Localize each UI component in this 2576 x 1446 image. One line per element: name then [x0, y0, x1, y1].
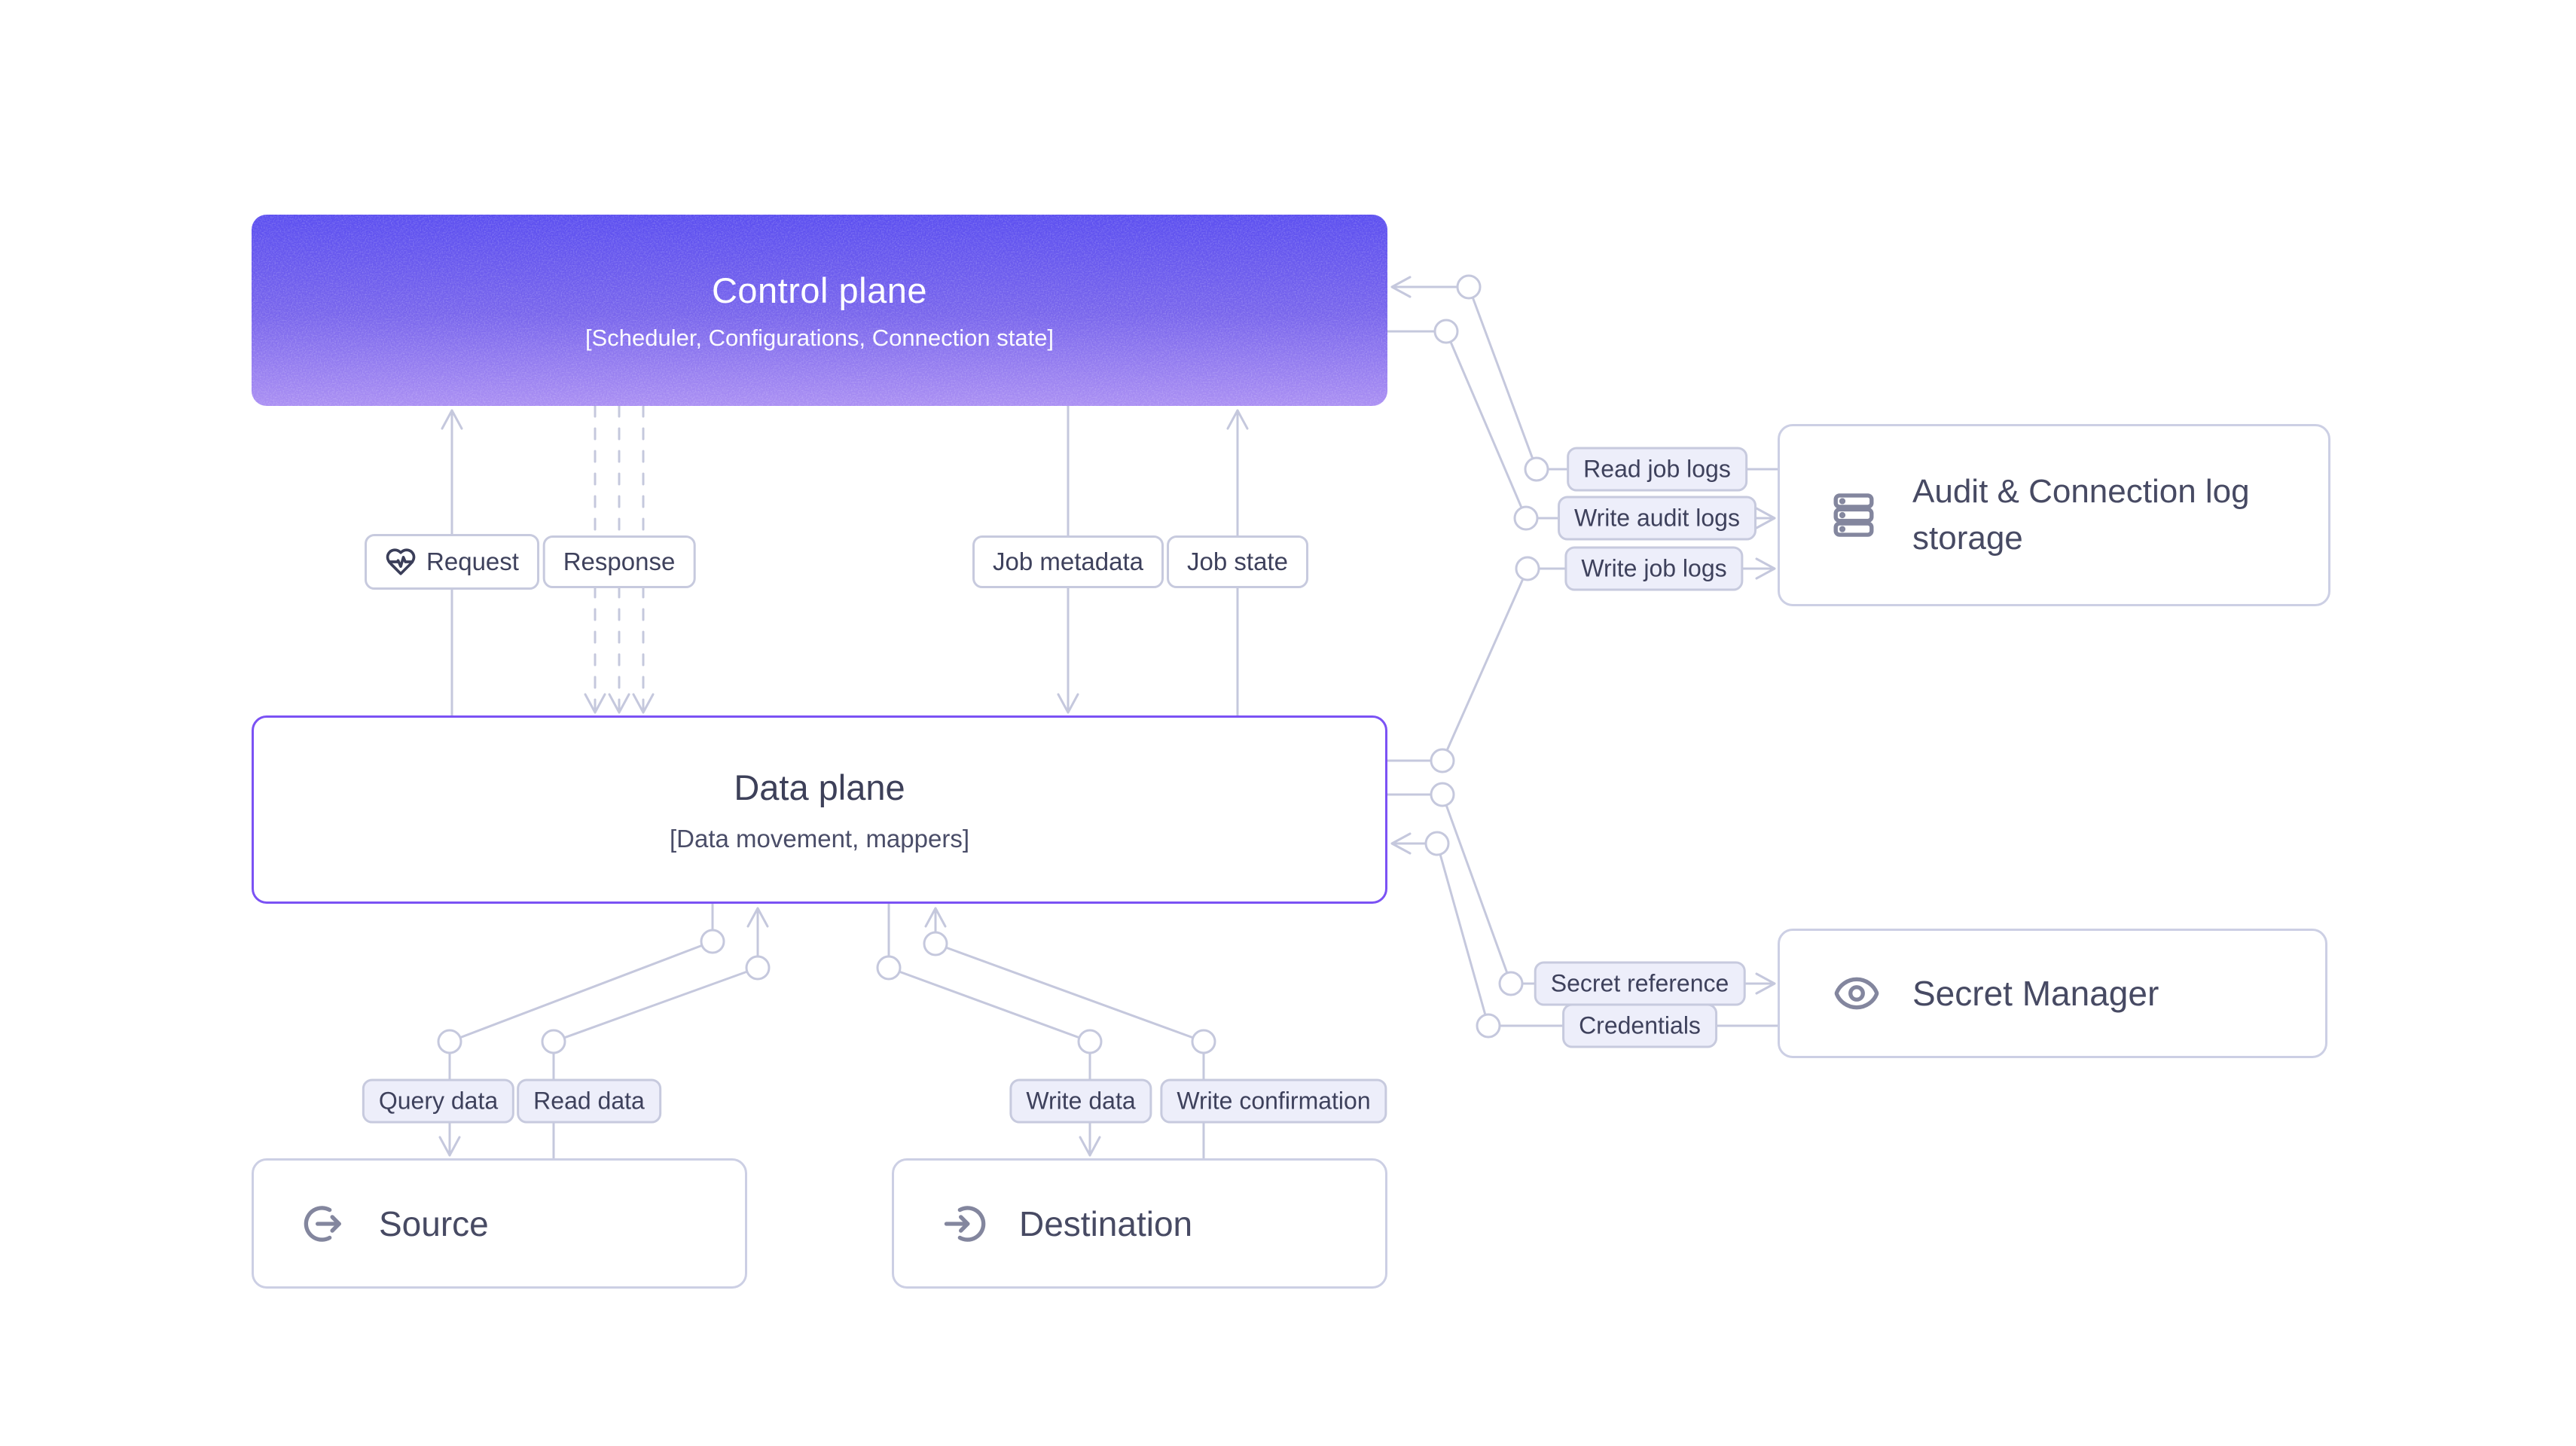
junction-nodes — [437, 274, 1549, 1054]
arrow-into-circle-icon — [941, 1200, 989, 1248]
write-confirmation-label: Write confirmation — [1160, 1078, 1387, 1124]
noise-texture — [252, 215, 1387, 406]
data-plane-subtitle: [Data movement, mappers] — [670, 824, 969, 853]
eye-icon — [1833, 969, 1881, 1017]
job-metadata-label: Job metadata — [972, 535, 1164, 588]
request-label-text: Request — [426, 548, 519, 575]
secret-reference-label: Secret reference — [1534, 961, 1746, 1006]
secret-manager-title: Secret Manager — [1912, 974, 2159, 1013]
read-job-logs-label: Read job logs — [1567, 447, 1747, 492]
control-plane-title: Control plane — [711, 270, 928, 310]
write-audit-logs-label: Write audit logs — [1558, 496, 1757, 541]
source-title: Source — [379, 1203, 489, 1243]
secret-manager-box: Secret Manager — [1778, 929, 2327, 1058]
audit-log-storage-title: Audit & Connection log storage — [1912, 472, 2250, 557]
response-label: Response — [542, 535, 696, 588]
request-label: Request — [365, 534, 539, 590]
query-data-label: Query data — [362, 1078, 515, 1124]
data-plane-box: Data plane [Data movement, mappers] — [252, 715, 1387, 904]
heart-pulse-icon — [385, 546, 417, 578]
edge-response — [584, 404, 655, 714]
job-state-label: Job state — [1167, 535, 1308, 588]
write-data-label: Write data — [1009, 1078, 1152, 1124]
data-plane-title: Data plane — [734, 767, 905, 807]
write-job-logs-label: Write job logs — [1564, 546, 1744, 591]
edge-read-job-logs — [1390, 276, 1779, 471]
arrow-out-of-circle-icon — [301, 1200, 349, 1248]
destination-box: Destination — [892, 1158, 1387, 1289]
audit-log-storage-box: Audit & Connection log storage — [1778, 424, 2330, 606]
read-data-label: Read data — [517, 1078, 661, 1124]
source-box: Source — [252, 1158, 747, 1289]
database-stack-icon — [1828, 490, 1879, 541]
control-plane-subtitle: [Scheduler, Configurations, Connection s… — [584, 324, 1055, 351]
control-plane-box: Control plane [Scheduler, Configurations… — [252, 215, 1387, 406]
destination-title: Destination — [1019, 1203, 1193, 1243]
credentials-label: Credentials — [1562, 1003, 1717, 1048]
